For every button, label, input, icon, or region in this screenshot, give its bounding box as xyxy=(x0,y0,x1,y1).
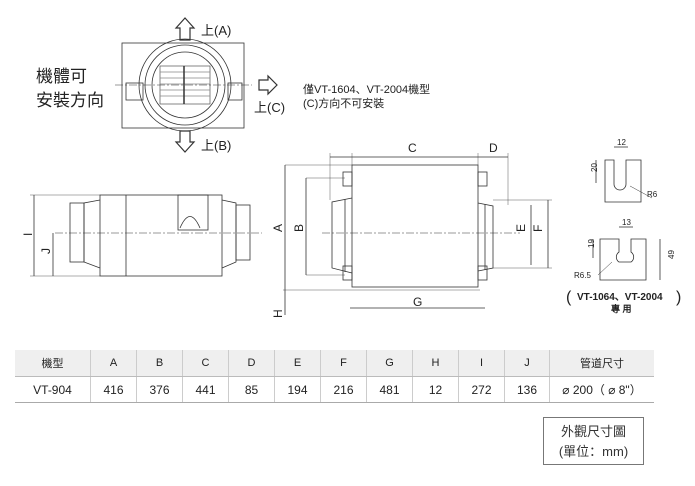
cell-duct-size: ⌀ 200（ ⌀ 8"） xyxy=(549,376,654,403)
up-a-label: 上(A) xyxy=(201,23,231,38)
header-duct-size: 管道尺寸 xyxy=(549,350,654,377)
cell-f: 216 xyxy=(320,376,367,403)
dim-g: G xyxy=(413,295,422,309)
cell-model: VT-904 xyxy=(15,376,91,403)
header-model: 機型 xyxy=(15,350,91,377)
slot1-width: 12 xyxy=(617,138,626,147)
dim-a: A xyxy=(271,224,285,232)
note-line-2: (C)方向不可安裝 xyxy=(303,96,384,110)
dim-c: C xyxy=(408,141,417,155)
cell-j: 136 xyxy=(504,376,550,403)
header-i: I xyxy=(458,350,505,377)
unit-box: 外觀尺寸圖 (單位：mm) xyxy=(543,417,644,465)
table-header-row: 機型 A B C D E F G H I J 管道尺寸 xyxy=(15,350,654,377)
dim-f: F xyxy=(531,225,545,232)
side-view xyxy=(30,194,262,277)
header-a: A xyxy=(90,350,137,377)
slot2-models: VT-1064、VT-2004 xyxy=(577,292,663,303)
header-h: H xyxy=(412,350,459,377)
dimension-table: 機型 A B C D E F G H I J 管道尺寸 VT-904 416 3… xyxy=(15,350,654,403)
note-line-1: 僅VT-1604、VT-2004機型 xyxy=(303,82,430,96)
up-b-label: 上(B) xyxy=(201,138,231,153)
header-f: F xyxy=(320,350,367,377)
cell-a: 416 xyxy=(90,376,137,403)
table-row: VT-904 416 376 441 85 194 216 481 12 272… xyxy=(15,376,654,403)
slot2-width: 13 xyxy=(622,218,631,227)
header-g: G xyxy=(366,350,413,377)
cell-d: 85 xyxy=(228,376,275,403)
slot1-depth: 20 xyxy=(590,163,599,172)
cell-e: 194 xyxy=(274,376,321,403)
dim-j: J xyxy=(39,248,53,254)
dim-d: D xyxy=(489,141,498,155)
header-c: C xyxy=(182,350,229,377)
header-e: E xyxy=(274,350,321,377)
cell-g: 481 xyxy=(366,376,413,403)
front-view xyxy=(283,153,552,315)
install-direction-label-2: 安裝方向 xyxy=(36,91,104,110)
unit-box-title: 外觀尺寸圖 xyxy=(560,424,626,439)
unit-box-unit: (單位：mm) xyxy=(558,444,629,459)
dim-b: B xyxy=(292,224,306,232)
slot-detail-1 xyxy=(595,146,653,203)
slot1-radius: R6 xyxy=(647,190,658,199)
svg-text:): ) xyxy=(676,289,681,306)
slot-detail-2 xyxy=(592,226,661,281)
dim-h: H xyxy=(271,309,285,318)
slot2-height: 49 xyxy=(667,250,676,259)
header-b: B xyxy=(136,350,183,377)
cell-b: 376 xyxy=(136,376,183,403)
header-j: J xyxy=(504,350,550,377)
install-direction-label-1: 機體可 xyxy=(36,67,87,86)
top-view xyxy=(115,17,278,153)
cell-i: 272 xyxy=(458,376,505,403)
slot2-exclusive: 專 用 xyxy=(611,303,632,314)
dim-i: I xyxy=(21,233,35,236)
cell-h: 12 xyxy=(412,376,459,403)
dim-e: E xyxy=(514,224,528,232)
svg-text:(: ( xyxy=(566,289,572,306)
cell-c: 441 xyxy=(182,376,229,403)
slot2-radius: R6.5 xyxy=(574,271,591,280)
up-c-label: 上(C) xyxy=(254,100,285,115)
slot2-depth: 19 xyxy=(587,239,596,248)
header-d: D xyxy=(228,350,275,377)
